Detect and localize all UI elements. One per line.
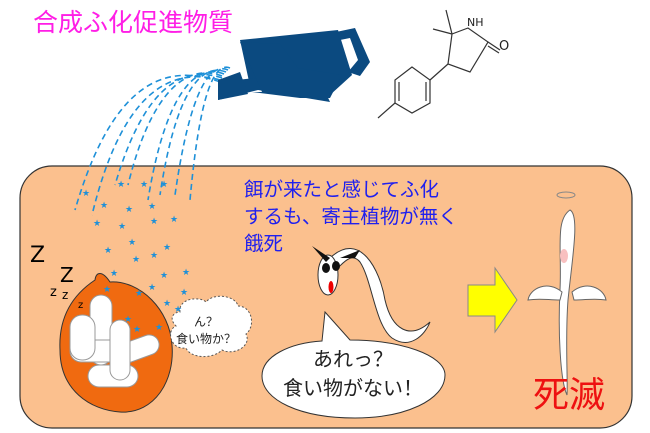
svg-text:★: ★ [170,215,178,225]
oxygen-label: O [499,39,510,54]
nh-label: NH [467,16,484,29]
svg-text:★: ★ [155,323,163,333]
watering-can-icon [218,28,370,102]
thought-text: ん？ 食い物か？ [176,315,237,346]
svg-text:★: ★ [163,299,171,309]
speech-bubble [261,310,446,419]
dead-juvenile [527,191,607,396]
soil-box [19,165,633,429]
svg-text:★: ★ [135,289,143,299]
svg-text:★: ★ [150,217,158,227]
title: 合成ふ化促進物質 [33,8,234,37]
svg-text:★: ★ [182,268,190,278]
thought-bubble [170,295,253,357]
result-label: 死滅 [533,375,606,416]
sleep-z-5: z [78,300,84,311]
speech-text: あれっ？ 食い物がない！ [283,347,423,400]
svg-text:★: ★ [117,180,125,190]
svg-text:★: ★ [133,325,141,335]
sleep-z-2: Z [60,263,74,287]
svg-text:★: ★ [148,283,156,293]
svg-text:★: ★ [163,243,171,253]
svg-text:★: ★ [180,288,188,298]
sleep-z-1: Z [30,243,46,268]
water-streams [74,66,231,216]
chemical-particles: ★★★★ ★★★ ★★★★ ★★★ ★★★★★★ ★★★★ ★★★★ [82,180,190,335]
hatched-juvenile [312,246,431,343]
egg-cyst [59,273,173,413]
caption: 餌が来たと感じてふ化 するも、寄主植物が無く 餓死 [244,178,458,255]
svg-text:★: ★ [104,246,112,256]
svg-text:★: ★ [128,238,136,248]
svg-text:★: ★ [174,305,182,315]
svg-text:★: ★ [125,205,133,215]
sleep-z-4: z [62,288,69,302]
svg-text:★: ★ [82,189,90,199]
molecule-structure [377,9,501,119]
svg-text:★: ★ [93,219,101,229]
svg-text:★: ★ [118,222,126,232]
svg-text:★: ★ [124,315,132,325]
svg-text:★: ★ [140,180,148,190]
svg-text:★: ★ [150,251,158,261]
svg-text:★: ★ [103,285,111,295]
svg-text:★: ★ [160,271,168,281]
svg-text:★: ★ [132,255,140,265]
right-arrow-icon [467,266,518,334]
svg-text:★: ★ [160,180,168,190]
svg-text:★: ★ [148,202,156,212]
svg-text:★: ★ [100,201,108,211]
sleep-z-3: z [50,285,57,300]
svg-text:★: ★ [110,269,118,279]
